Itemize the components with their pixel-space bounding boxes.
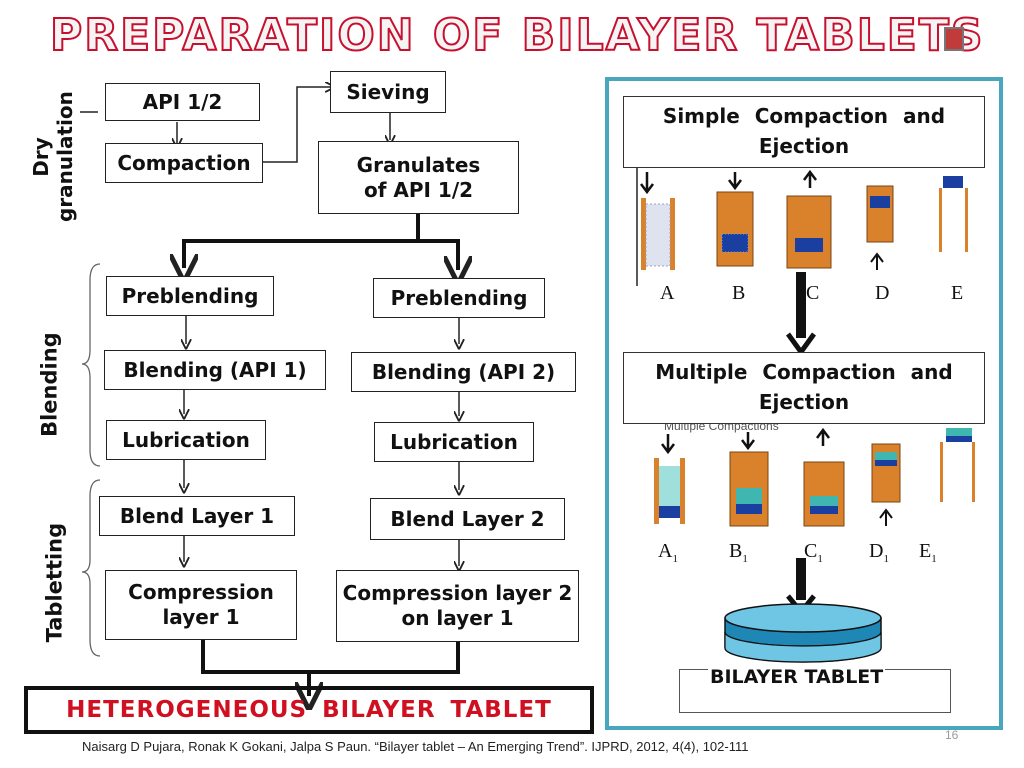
blend-layer2-box: Blend Layer 2: [370, 498, 565, 540]
die-e-icon: [939, 176, 968, 252]
blending-api2-box: Blending (API 2): [351, 352, 576, 392]
compaction-panel: [605, 77, 1003, 730]
multiple-caption: Multiple Compactions: [664, 424, 779, 433]
bilayer-tablet-label: BILAYER TABLET: [708, 663, 886, 692]
blend-layer1-box: Blend Layer 1: [99, 496, 295, 536]
citation: Naisarg D Pujara, Ronak K Gokani, Jalpa …: [82, 739, 749, 754]
die-b-icon: [716, 172, 754, 267]
letter-b: B: [732, 282, 746, 304]
down-arrow-icon: [786, 272, 816, 354]
letter-e1: E1: [919, 540, 937, 565]
die-c-icon: [786, 169, 832, 269]
page-number: 16: [945, 728, 959, 742]
letter-e: E: [951, 282, 964, 304]
blending-label: Blending: [37, 332, 62, 437]
final-product-box: HETEROGENEOUS BILAYER TABLET: [24, 686, 594, 734]
letter-c1: C1: [804, 540, 823, 565]
blending-api1-box: Blending (API 1): [104, 350, 326, 390]
compression-layer2-box: Compression layer 2 on layer 1: [336, 570, 579, 642]
sieving-box: Sieving: [330, 71, 446, 113]
dry-granulation-label: Dry granulation: [29, 91, 77, 222]
title-marker-icon: [944, 27, 964, 51]
tabletting-label: Tabletting: [42, 522, 67, 643]
api-half-box: API 1/2: [105, 83, 260, 121]
letter-c: C: [806, 282, 820, 304]
die-d-icon: [866, 185, 894, 270]
multiple-compaction-title: Multiple Compaction and Ejection: [623, 352, 985, 424]
letter-d1: D1: [869, 540, 889, 565]
simple-compaction-illustration: [636, 168, 968, 286]
compression-layer1-box: Compression layer 1: [105, 570, 297, 640]
letter-b1: B1: [729, 540, 748, 565]
compaction-box: Compaction: [105, 143, 263, 183]
simple-compaction-title: Simple Compaction and Ejection: [623, 96, 985, 168]
lubrication-right-box: Lubrication: [374, 422, 534, 462]
letter-a: A: [660, 282, 675, 304]
preblending-right-box: Preblending: [373, 278, 545, 318]
page-title: PREPARATION OF BILAYER TABLETS: [49, 9, 985, 62]
die-a-icon: [640, 172, 675, 270]
letter-d: D: [875, 282, 890, 304]
multiple-compaction-illustration: Multiple Compactions: [654, 424, 975, 527]
letter-a1: A1: [658, 540, 678, 565]
preblending-left-box: Preblending: [106, 276, 274, 316]
granulates-box: Granulates of API 1/2: [318, 141, 519, 214]
bilayer-tablet-label-box: BILAYER TABLET: [679, 663, 951, 713]
bilayer-tablet-icon: [724, 603, 882, 663]
lubrication-left-box: Lubrication: [106, 420, 266, 460]
